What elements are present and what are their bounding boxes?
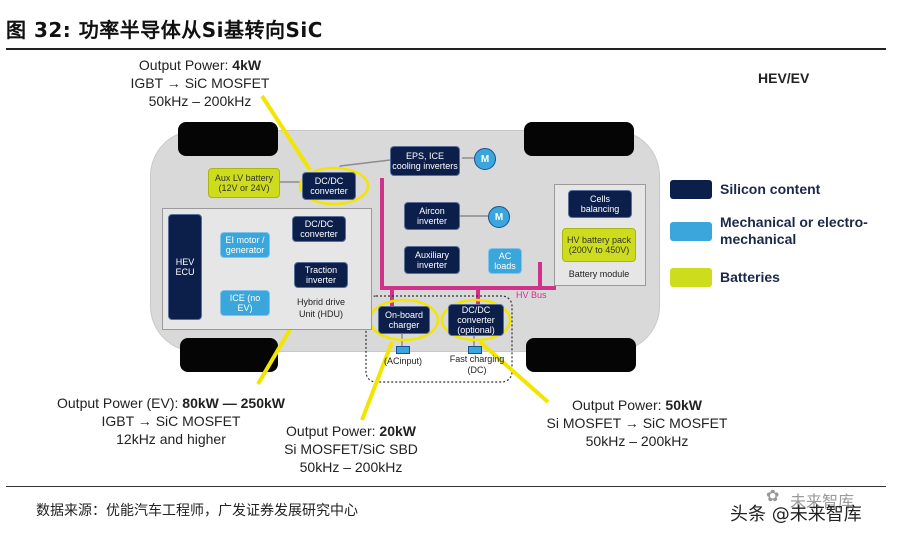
callout-right-line3: 50kHz – 200kHz [585, 433, 689, 449]
source-divider [6, 486, 886, 487]
callout-right-prefix: Output Power: [572, 397, 666, 413]
legend-label-batteries: Batteries [720, 269, 780, 285]
ac-input-plug [396, 346, 410, 354]
wheel-rear-right [526, 338, 636, 372]
callout-top-prefix: Output Power: [138, 57, 233, 73]
callout-top-line2: IGBT → SiC MOSFET [130, 75, 270, 91]
callout-middle-value: 20kW [379, 423, 416, 439]
dcdc-converter-optional: DC/DC converter (optional) [448, 304, 504, 336]
callout-left-line3: 12kHz and higher [116, 431, 226, 447]
aux-lv-battery: Aux LV battery (12V or 24V) [208, 168, 280, 198]
cells-balancing: Cells balancing [568, 190, 632, 218]
callout-middle-line2: Si MOSFET/SiC SBD [284, 441, 418, 457]
callout-middle-line3: 50kHz – 200kHz [299, 459, 403, 475]
callout-right-line2: Si MOSFET → SiC MOSFET [546, 415, 728, 431]
hdu-caption: Hybrid drive Unit (HDU) [296, 297, 345, 319]
callout-middle: Output Power: 20kW Si MOSFET/SiC SBD 50k… [266, 422, 436, 476]
legend-swatch-batteries [670, 268, 712, 287]
legend-label-silicon: Silicon content [720, 181, 821, 197]
callout-right: Output Power: 50kW Si MOSFET → SiC MOSFE… [522, 396, 752, 450]
watermark-ghost: 未来智库 [790, 492, 855, 511]
hev-ecu: HEV ECU [168, 214, 202, 320]
traction-inverter: Traction inverter [294, 262, 348, 288]
callout-left: Output Power (EV): 80kW — 250kW IGBT → S… [36, 394, 306, 448]
wheel-front-right [524, 122, 634, 156]
hv-battery-pack: HV battery pack (200V to 450V) [562, 228, 636, 262]
dcdc-converter-top: DC/DC converter [302, 172, 356, 200]
motor-symbol-aircon: M [488, 206, 510, 228]
legend-label-mechanical: Mechanical or electro-mechanical [720, 214, 868, 247]
callout-left-value: 80kW — 250kW [182, 395, 285, 411]
fast-charging-label: Fast charging (DC) [449, 354, 505, 375]
aircon-inverter: Aircon inverter [404, 202, 460, 230]
eps-ice-inverters: EPS, ICE cooling inverters [390, 146, 460, 176]
ei-motor-generator: EI motor / generator [220, 232, 270, 258]
callout-right-value: 50kW [665, 397, 702, 413]
dcdc-converter-mid: DC/DC converter [292, 216, 346, 242]
ice-box: ICE (no EV) [220, 290, 270, 316]
source-text: 数据来源：优能汽车工程师，广发证券发展研究中心 [36, 503, 358, 519]
onboard-charger: On-board charger [378, 306, 430, 334]
callout-left-line2: IGBT → SiC MOSFET [101, 413, 241, 429]
battery-module-caption: Battery module [568, 269, 630, 279]
callout-top-line3: 50kHz – 200kHz [148, 93, 252, 109]
wechat-icon: ✿ [766, 486, 780, 505]
auxiliary-inverter: Auxiliary inverter [404, 246, 460, 274]
watermark-text: 头条 @未来智库 [730, 504, 862, 525]
legend-swatch-silicon [670, 180, 712, 199]
wheel-front-left [178, 122, 278, 156]
title-divider [6, 48, 886, 50]
ac-loads: AC loads [488, 248, 522, 274]
callout-left-prefix: Output Power (EV): [57, 395, 183, 411]
hv-bus-label: HV Bus [516, 290, 547, 300]
fast-charging-plug [468, 346, 482, 354]
callout-middle-prefix: Output Power: [286, 423, 380, 439]
corner-label: HEV/EV [758, 70, 810, 86]
wheel-rear-left [180, 338, 278, 372]
callout-top-value: 4kW [232, 57, 262, 73]
callout-top: Output Power: 4kW IGBT → SiC MOSFET 50kH… [110, 56, 290, 110]
figure-title: 图 32: 功率半导体从Si基转向SiC [6, 18, 323, 42]
ac-input-label: (ACinput) [383, 356, 422, 366]
legend-swatch-mechanical [670, 222, 712, 241]
motor-symbol-top: M [474, 148, 496, 170]
